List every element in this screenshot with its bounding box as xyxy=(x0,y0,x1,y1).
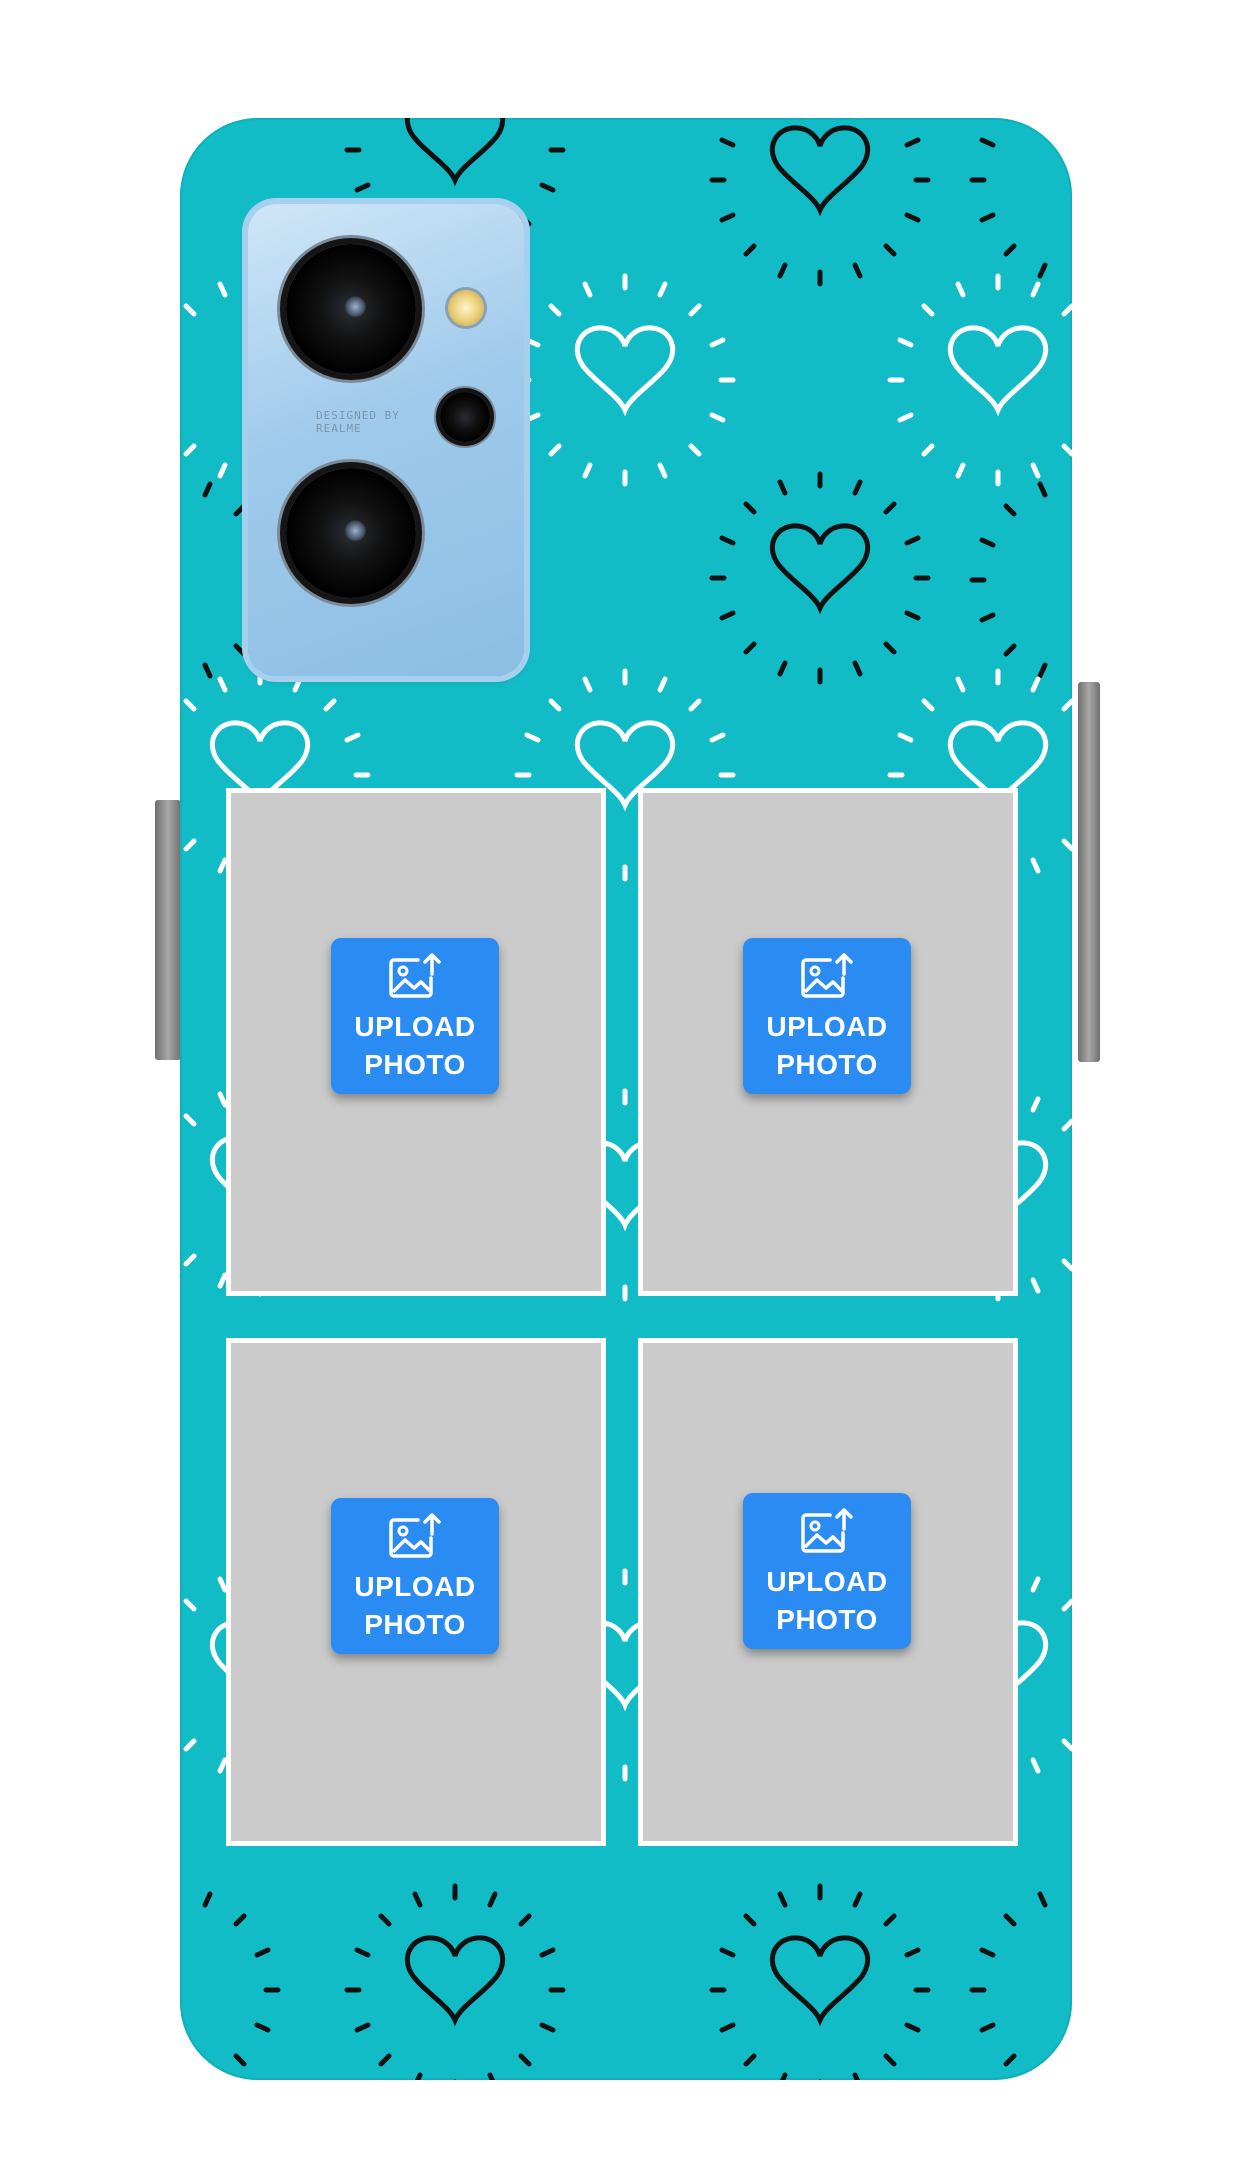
photo-slot-4[interactable]: UPLOAD PHOTO xyxy=(638,1338,1018,1846)
upload-label-line1: UPLOAD xyxy=(766,1566,888,1597)
upload-label-line2: PHOTO xyxy=(364,1049,466,1080)
upload-label-line1: UPLOAD xyxy=(766,1011,888,1042)
photo-slot-3[interactable]: UPLOAD PHOTO xyxy=(226,1338,606,1846)
photo-slot-1[interactable]: UPLOAD PHOTO xyxy=(226,788,606,1296)
macro-camera-lens xyxy=(440,392,490,442)
image-upload-icon xyxy=(389,953,441,998)
main-camera-lens xyxy=(286,244,416,374)
upload-photo-button[interactable]: UPLOAD PHOTO xyxy=(331,938,499,1094)
power-button xyxy=(1078,682,1100,1062)
camera-flash xyxy=(448,290,484,326)
upload-photo-button[interactable]: UPLOAD PHOTO xyxy=(743,938,911,1094)
photo-slot-2[interactable]: UPLOAD PHOTO xyxy=(638,788,1018,1296)
upload-label-line2: PHOTO xyxy=(364,1609,466,1640)
image-upload-icon xyxy=(389,1513,441,1558)
upload-label-line1: UPLOAD xyxy=(354,1571,476,1602)
upload-photo-button[interactable]: UPLOAD PHOTO xyxy=(331,1498,499,1654)
secondary-camera-lens xyxy=(286,468,416,598)
upload-label-line2: PHOTO xyxy=(776,1049,878,1080)
phone-case: DESIGNED BY REALME UPLOAD PHOTO xyxy=(180,118,1072,2080)
camera-module-text: DESIGNED BY REALME xyxy=(316,409,400,435)
upload-label-line1: UPLOAD xyxy=(354,1011,476,1042)
upload-photo-button[interactable]: UPLOAD PHOTO xyxy=(743,1493,911,1649)
image-upload-icon xyxy=(801,953,853,998)
upload-label-line2: PHOTO xyxy=(776,1604,878,1635)
image-upload-icon xyxy=(801,1508,853,1553)
camera-module: DESIGNED BY REALME xyxy=(248,204,524,676)
volume-button xyxy=(155,800,181,1060)
